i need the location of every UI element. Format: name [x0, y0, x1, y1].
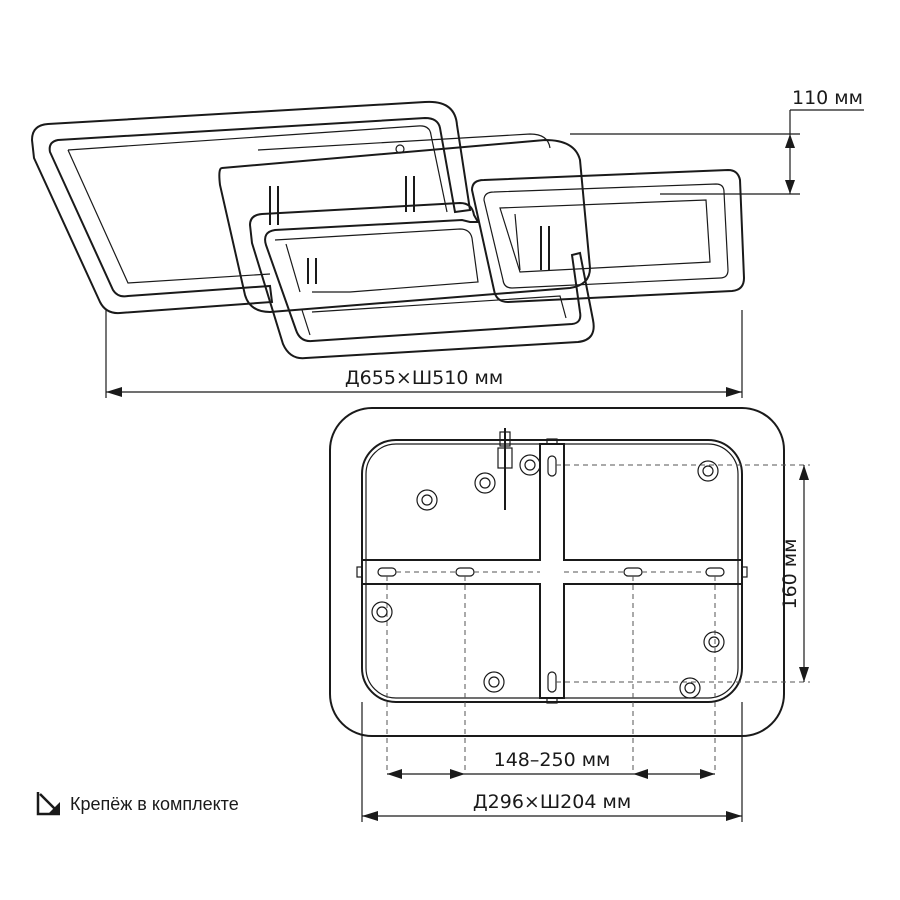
luminaire-perspective-view: 110 мм Д655×Ш510 мм	[30, 87, 864, 398]
mounting-base-view: 160 мм 148–250 мм Д296×Ш204 мм	[329, 407, 810, 822]
note-text: Крепёж в комплекте	[70, 794, 239, 814]
mounting-included-note: Крепёж в комплекте	[36, 792, 239, 816]
overall-size-label: Д655×Ш510 мм	[345, 367, 503, 389]
mounting-arrow-icon	[36, 792, 60, 816]
base-size-label: Д296×Ш204 мм	[473, 791, 631, 813]
mount-height-label: 160 мм	[779, 539, 801, 610]
height-dimension-label: 110 мм	[792, 87, 863, 109]
mount-range-label: 148–250 мм	[494, 749, 611, 771]
